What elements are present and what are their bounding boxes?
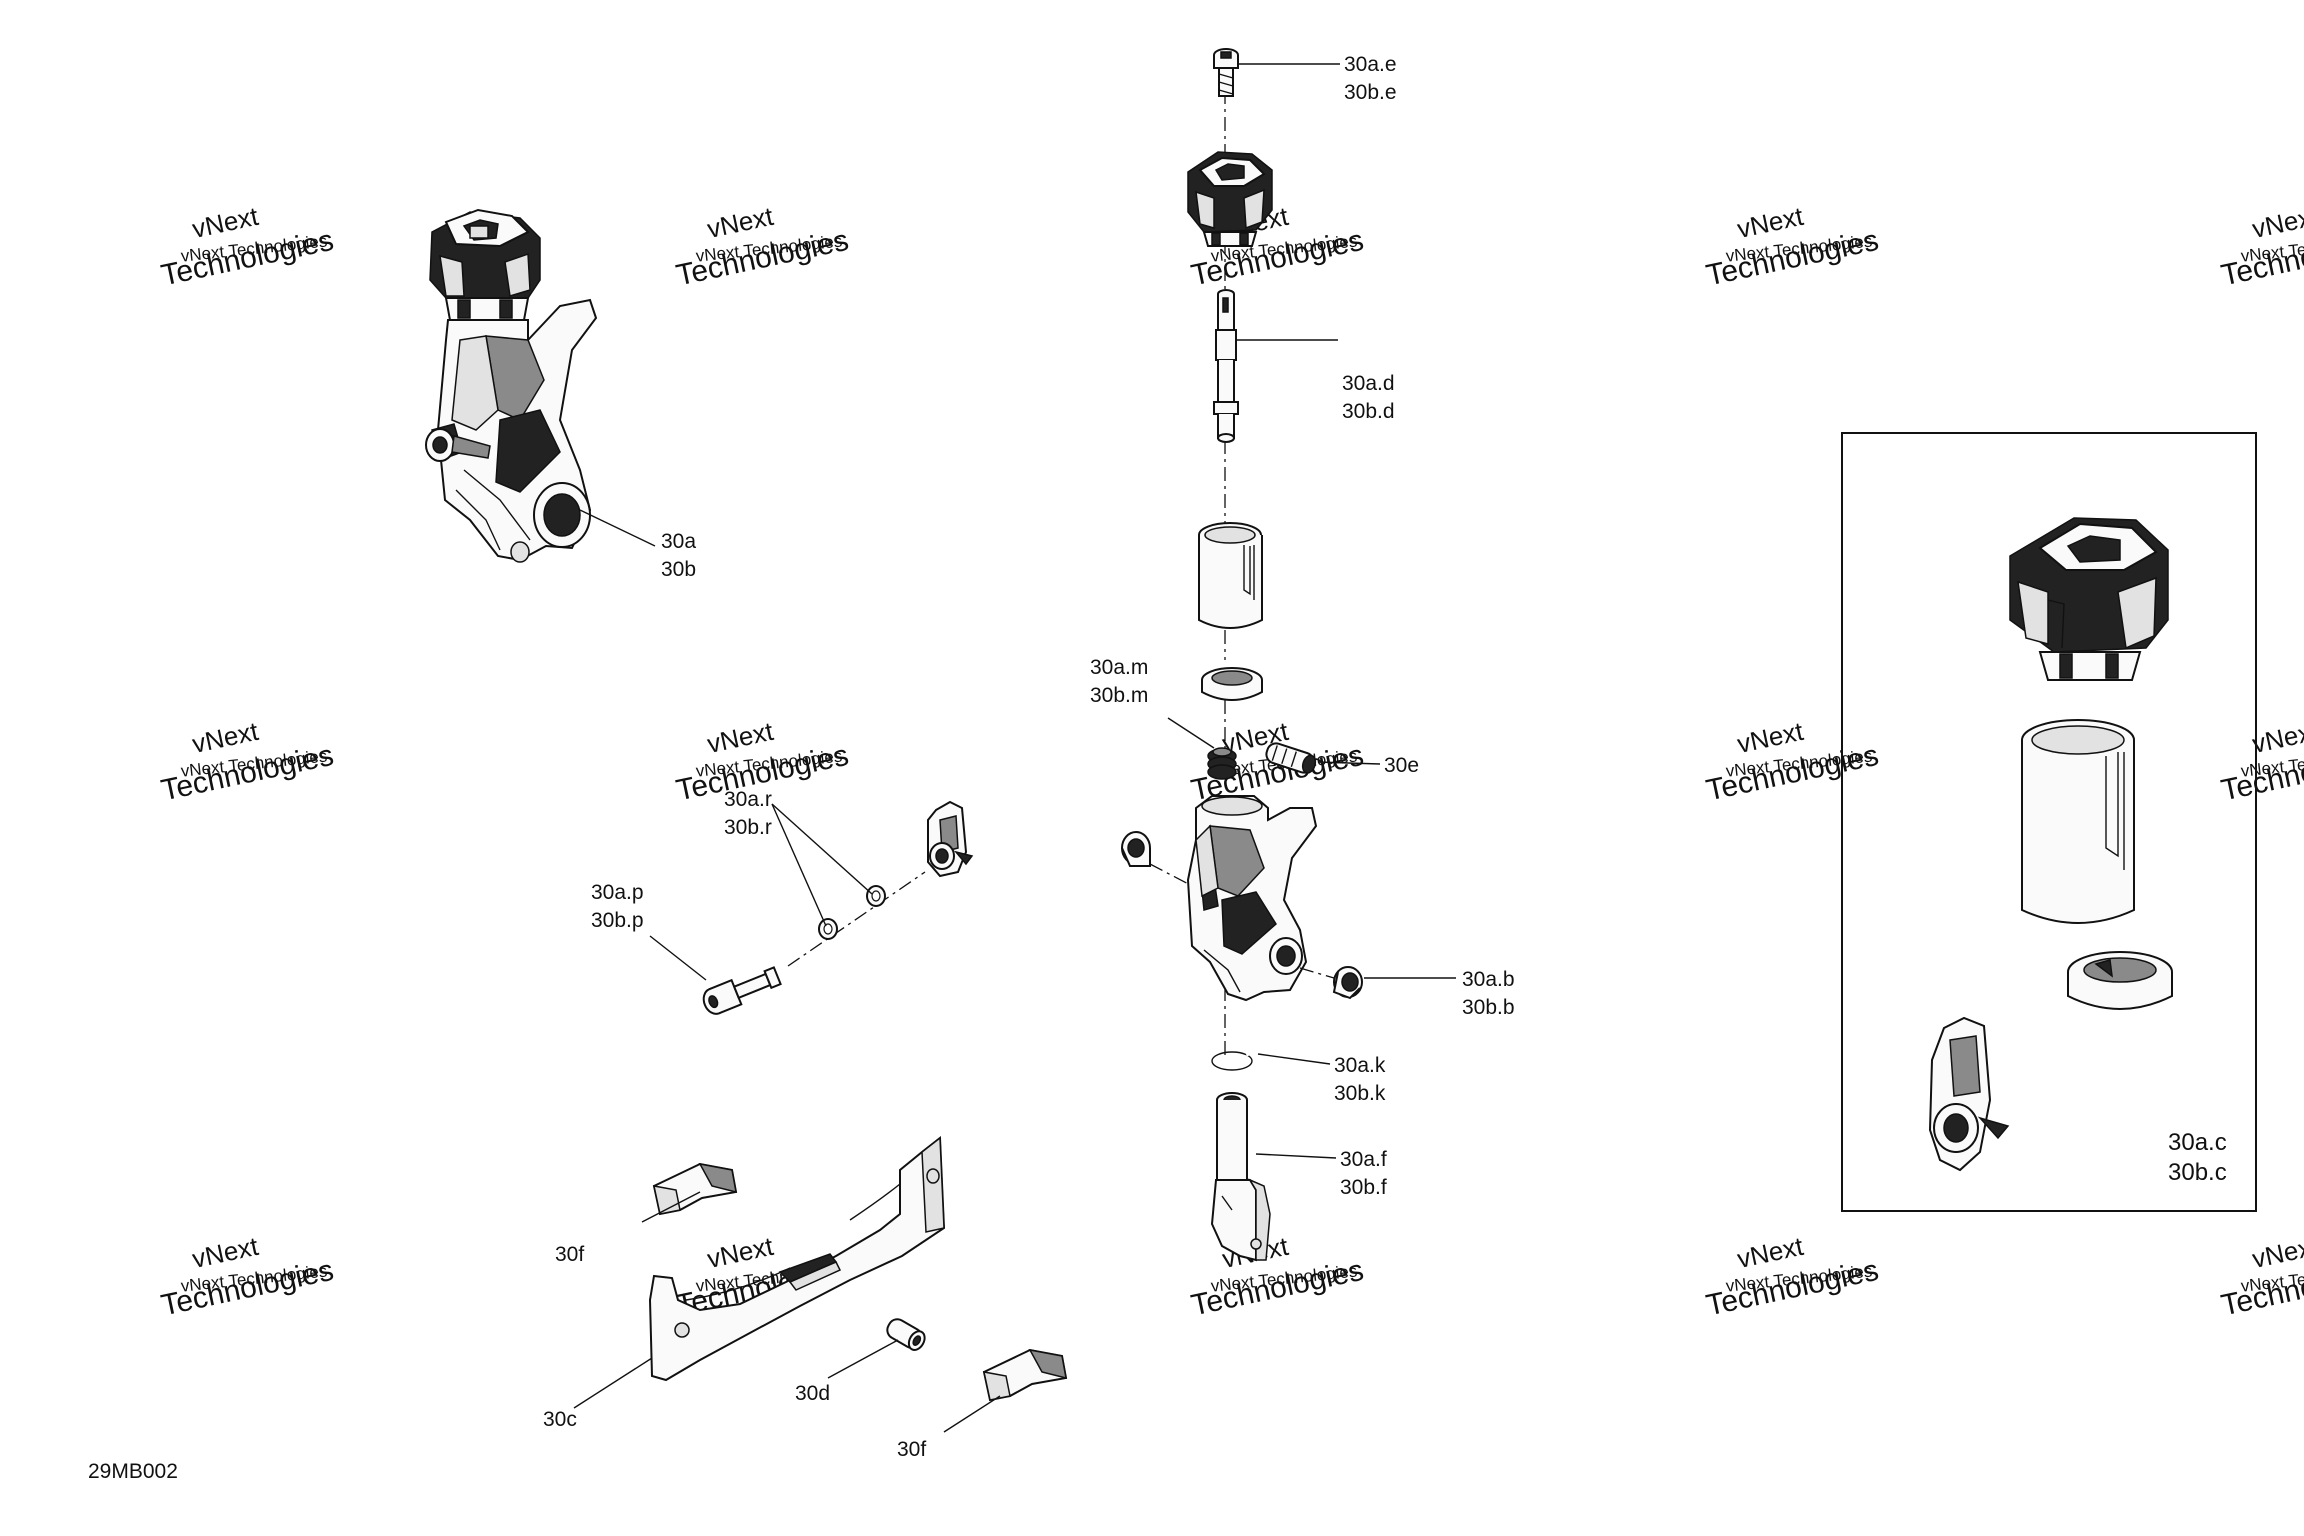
watermark-text: vNext	[1735, 201, 1807, 244]
callout-30c: 30c	[543, 1408, 577, 1431]
callout-30d: 30d	[795, 1382, 830, 1405]
bracket-plate-30c	[648, 1136, 946, 1382]
callout-30b-d: 30b.d	[1342, 400, 1395, 423]
watermark-text: vNext	[705, 1231, 777, 1274]
kit-30a-c-box	[1841, 432, 2257, 1212]
screw-30a-e	[1213, 48, 1239, 97]
diagram-id: 29MB002	[88, 1460, 178, 1483]
pin-30e	[1265, 742, 1317, 774]
callout-30a-m: 30a.m	[1090, 656, 1148, 679]
watermark-text: vNext	[2250, 201, 2304, 244]
callout-30b-k: 30b.k	[1334, 1082, 1386, 1105]
sleeve	[1198, 522, 1263, 629]
assembled-mount-30a	[425, 208, 598, 563]
wedge-30f-left	[652, 1162, 738, 1216]
callout-30a-b: 30a.b	[1462, 968, 1515, 991]
callout-30b-f: 30b.f	[1340, 1176, 1387, 1199]
bushing-left	[1121, 831, 1151, 867]
pin-30d	[886, 1318, 926, 1351]
callout-30a-e: 30a.e	[1344, 53, 1397, 76]
knob-cap	[1187, 151, 1273, 247]
callout-30b-m: 30b.m	[1090, 684, 1148, 707]
screw-washer-group	[702, 800, 974, 1015]
bushing-30a-b	[1332, 966, 1363, 1000]
callout-30a-r: 30a.r	[724, 788, 772, 811]
wedge-30f-right	[982, 1348, 1068, 1402]
watermark-text: vNext	[2250, 716, 2304, 759]
watermark-text: vNext	[1735, 1231, 1807, 1274]
lever-arm-30a-f	[1210, 1092, 1271, 1262]
callout-30b-r: 30b.r	[724, 816, 772, 839]
bracket-group	[648, 1136, 1068, 1402]
callout-30a-f: 30a.f	[1340, 1148, 1387, 1171]
watermark-text: vNext	[190, 1231, 262, 1274]
spring-30a-m	[1207, 747, 1237, 780]
watermark-text: vNext	[1735, 716, 1807, 759]
callout-30b-p: 30b.p	[591, 909, 644, 932]
callout-30a-d: 30a.d	[1342, 372, 1395, 395]
callout-30f-left: 30f	[555, 1243, 584, 1266]
watermark-text: vNext	[190, 201, 262, 244]
callout-30b-e: 30b.e	[1344, 81, 1397, 104]
main-housing	[1186, 795, 1318, 1002]
watermark-text: vNext	[2250, 1231, 2304, 1274]
callout-30a-p: 30a.p	[591, 881, 644, 904]
callout-labels: 30a.e 30b.e 30a.d 30b.d 30a 30b 30a.m 30…	[88, 53, 2227, 1483]
watermark-text: vNext	[190, 716, 262, 759]
callout-30e: 30e	[1384, 754, 1419, 777]
watermark-text: vNext	[705, 716, 777, 759]
callout-30b-c: 30b.c	[2168, 1159, 2227, 1186]
callout-30a-c: 30a.c	[2168, 1129, 2227, 1156]
callout-30a: 30a	[661, 530, 696, 553]
callout-30b-b: 30b.b	[1462, 996, 1515, 1019]
watermark-text: vNext	[705, 201, 777, 244]
snap-ring-30a-k	[1211, 1049, 1253, 1071]
leader-lines	[573, 63, 1456, 1433]
exploded-column	[1121, 48, 1363, 1262]
callout-30a-k: 30a.k	[1334, 1054, 1386, 1077]
shaft-30a-d	[1213, 289, 1239, 443]
callout-30b: 30b	[661, 558, 696, 581]
callout-30f-right: 30f	[897, 1438, 926, 1461]
collar-ring	[1201, 667, 1263, 701]
